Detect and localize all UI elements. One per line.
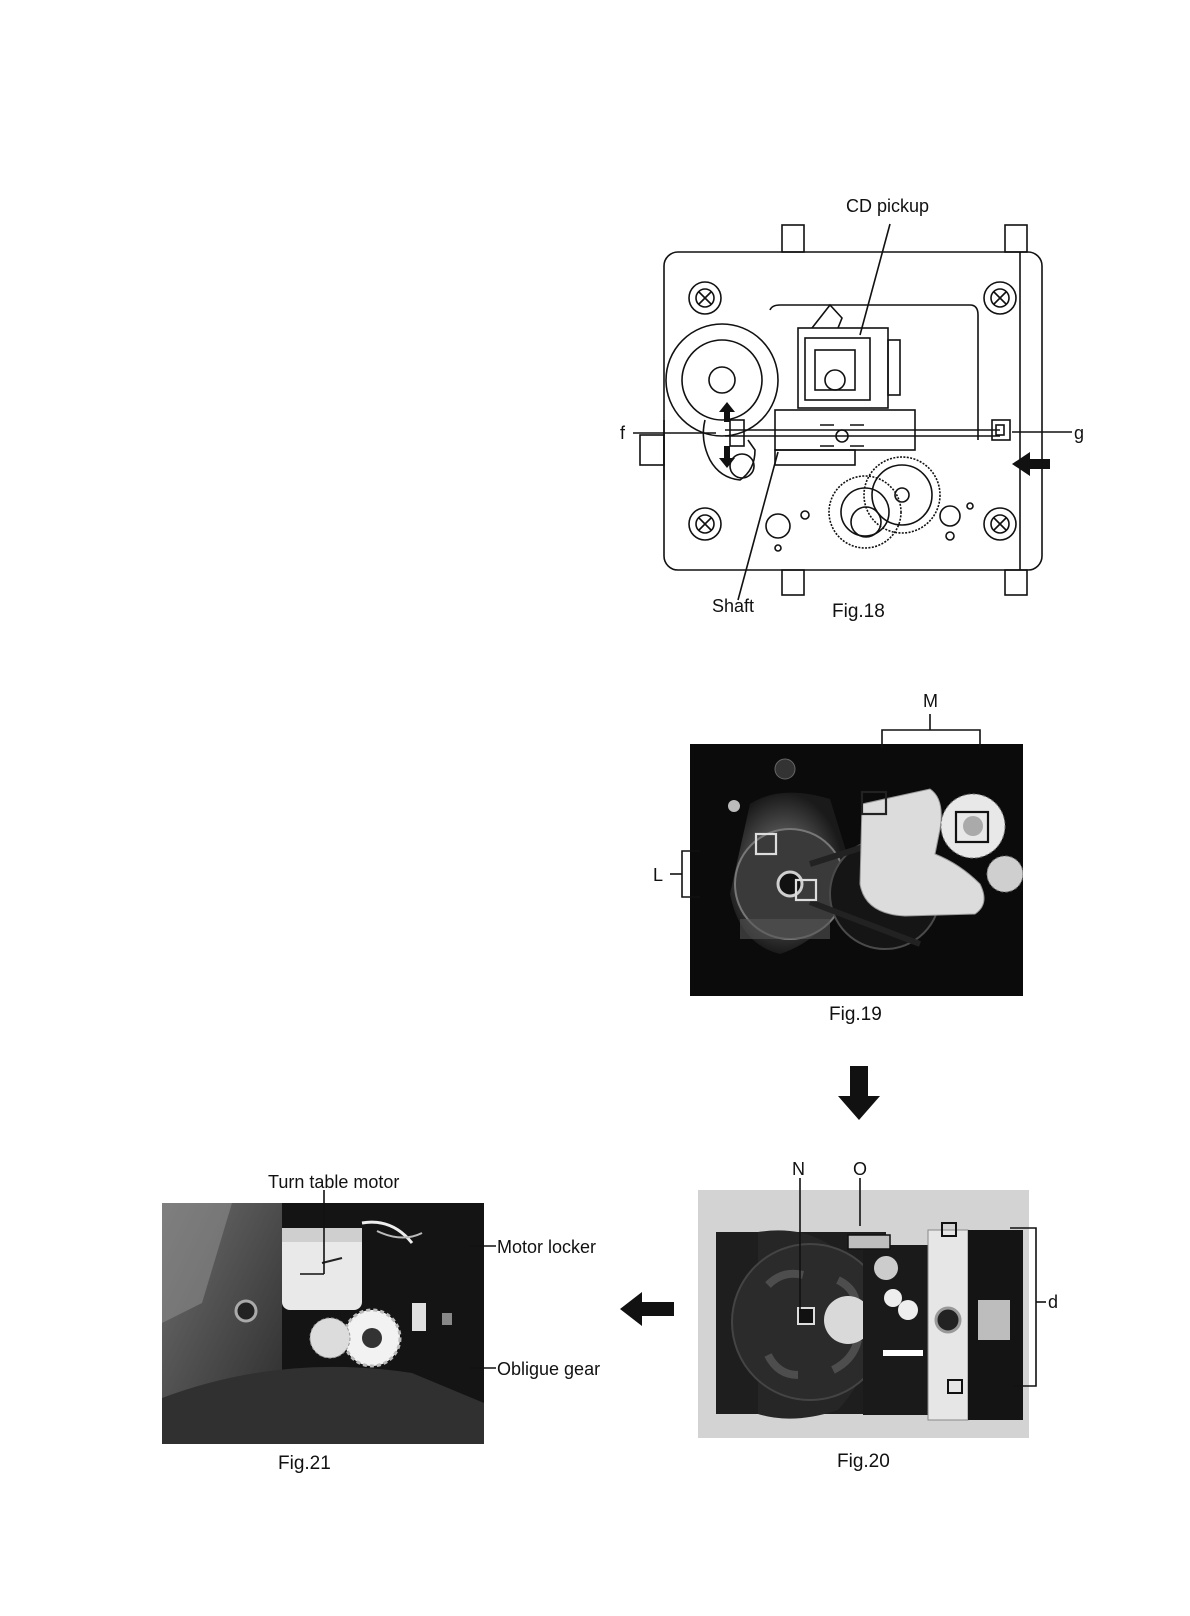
fig21-label-motor-locker: Motor locker (497, 1237, 596, 1257)
fig21-label-turn-table-motor: Turn table motor (268, 1172, 399, 1192)
fig21-caption: Fig.21 (278, 1453, 331, 1475)
fig21-label-obligue-gear: Obligue gear (497, 1359, 600, 1379)
